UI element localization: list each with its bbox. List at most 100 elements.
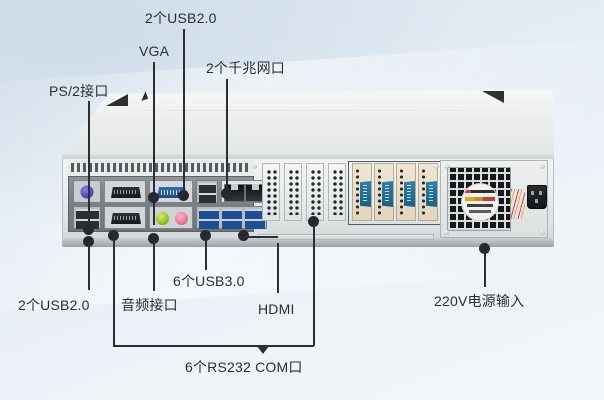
db9-com-connector-1 [360, 181, 371, 207]
db9-com-connector-3 [404, 181, 415, 207]
slot-cover-blank-3 [306, 163, 324, 221]
callout-arrow-rs232 [257, 346, 269, 354]
expansion-slot-rail [258, 234, 434, 240]
psu-label-line-1 [465, 190, 495, 193]
callout-label-usb2-top: 2个USB2.0 [145, 10, 217, 26]
usb2-port-pair-top [196, 180, 218, 203]
iec-pin-3 [535, 199, 538, 203]
psu-label-line-3 [467, 204, 493, 207]
ps2-port [73, 180, 101, 203]
chassis-screw-right [434, 164, 439, 169]
iec-power-inlet [527, 185, 547, 209]
psu-label-line-4 [469, 210, 491, 213]
slot-cover-blank-4 [328, 163, 346, 221]
psu-wire-bundle [511, 189, 525, 219]
usb3-port-6 [245, 219, 265, 229]
audio-line-out-jack [156, 212, 169, 225]
callout-dot-usb2-bottom [83, 236, 94, 247]
psu-screw-br [540, 230, 545, 235]
callout-dot-usb2-top [178, 190, 189, 201]
slot-cover-blank-2 [284, 163, 302, 221]
callout-label-ps2: PS/2接口 [49, 83, 109, 99]
usb3-port-2 [222, 209, 242, 219]
callout-line-audio [153, 241, 155, 291]
card-vent-dots [377, 168, 382, 216]
power-supply-unit [440, 160, 548, 238]
callout-dot-lan [221, 188, 232, 199]
io-shield-panel [68, 176, 267, 232]
chassis-top-cover [62, 89, 554, 160]
iec-pin-2 [539, 191, 542, 195]
card-vent-dots [399, 168, 404, 216]
usb3-port-5 [222, 219, 242, 229]
db9-connector-icon [111, 213, 141, 224]
callout-label-audio: 音频接口 [121, 297, 178, 313]
callout-dot-rs232-cards [308, 216, 319, 227]
audio-mic-in-jack [175, 212, 188, 225]
audio-jack-group [149, 206, 193, 229]
psu-screw-bl [444, 230, 449, 235]
io-vent-slots [71, 163, 251, 172]
rs232-card-4 [418, 163, 438, 221]
rs232-card-2 [374, 163, 394, 221]
card-vent-dots [421, 168, 426, 216]
callout-label-usb2-bottom: 2个USB2.0 [18, 297, 90, 313]
com-port-onboard-1 [104, 180, 146, 203]
psu-screw-tr [540, 164, 545, 169]
callout-bracket-rs232 [113, 345, 314, 347]
chassis-base-rail [62, 238, 554, 247]
callout-line-vga [153, 62, 155, 225]
callout-elbow-hdmi [243, 236, 278, 238]
usb2-port-1 [76, 209, 99, 219]
callout-dot-ps2 [83, 224, 94, 235]
callout-line-usb2-top [183, 29, 185, 196]
callout-dot-hdmi [238, 230, 249, 241]
callout-line-usb3 [205, 238, 207, 270]
usb3-port-3 [245, 209, 265, 219]
com-port-onboard-2 [104, 206, 146, 229]
callout-label-lan: 2个千兆网口 [206, 60, 285, 76]
callout-line-power [484, 251, 486, 287]
callout-line-hdmi [277, 243, 279, 293]
db9-connector-icon [111, 187, 141, 198]
psu-screw-tl [444, 164, 449, 169]
callout-dot-audio [148, 233, 159, 244]
rs232-highlight-box [348, 161, 444, 225]
usb3-port-4 [199, 219, 219, 229]
rs232-card-3 [396, 163, 416, 221]
chassis-lid-edge [62, 154, 554, 159]
callout-dot-vga [148, 192, 159, 203]
psu-rating-label [461, 183, 499, 221]
callout-label-rs232: 6个RS232 COM口 [185, 359, 303, 375]
callout-dot-usb3 [200, 230, 211, 241]
lan-port-group [221, 180, 267, 203]
callout-line-rs232-left [113, 238, 115, 346]
usb2-port-4 [199, 193, 216, 203]
card-vent-dots [355, 168, 360, 216]
callout-dot-rs232-onboard [108, 230, 119, 241]
usb3-port-1 [199, 209, 219, 219]
usb3-port-group [196, 206, 267, 229]
server-chassis-rear [62, 88, 554, 248]
expansion-slot-area [258, 161, 444, 233]
callout-line-ps2 [88, 101, 90, 226]
callout-label-usb3: 6个USB3.0 [173, 273, 245, 289]
callout-label-power: 220V电源输入 [434, 293, 525, 309]
iec-pin-1 [531, 191, 534, 195]
usb2-port-3 [199, 183, 216, 193]
callout-line-lan [226, 79, 228, 193]
vga-connector-icon [157, 187, 187, 198]
callout-label-hdmi: HDMI [258, 301, 295, 317]
callout-label-vga: VGA [139, 43, 170, 59]
chassis-screw-left [252, 164, 257, 169]
ps2-jack-icon [80, 185, 94, 198]
psu-label-line-2 [465, 197, 495, 201]
callout-line-usb2-bottom [88, 244, 90, 290]
slot-cover-blank-1 [262, 163, 280, 221]
callout-dot-power [479, 243, 490, 254]
chassis-lid-seam [102, 110, 522, 111]
rs232-card-1 [352, 163, 372, 221]
callout-line-rs232-right [313, 224, 315, 346]
db9-com-connector-2 [382, 181, 393, 207]
